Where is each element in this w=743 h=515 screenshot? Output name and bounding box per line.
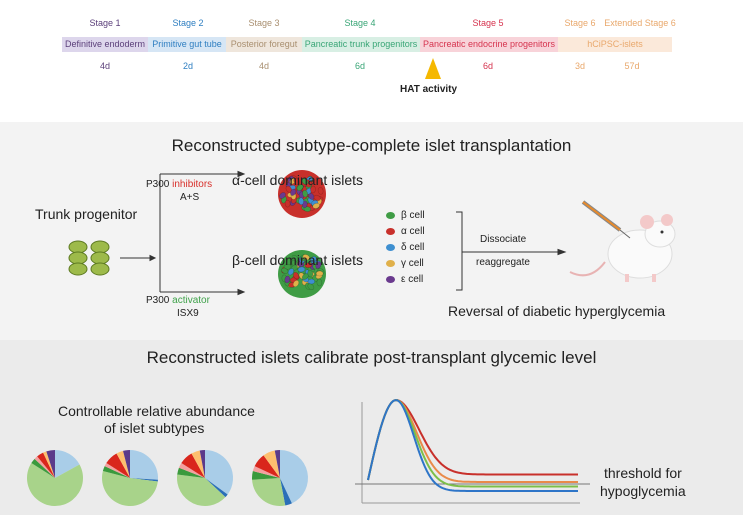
reversal-label: Reversal of diabetic hyperglycemia	[448, 303, 666, 319]
stage-duration: 3d	[574, 61, 586, 71]
pie-slice	[252, 478, 286, 506]
glucose-curve-chart	[355, 399, 590, 504]
alpha-islet-icon	[278, 170, 326, 218]
pie-slice	[274, 450, 280, 478]
pie-slice	[37, 452, 55, 478]
threshold-line1: threshold for	[604, 465, 682, 481]
pie-slice	[43, 451, 55, 478]
reaggregate-label: reaggregate	[476, 257, 530, 268]
seg-trunk-progenitors: Pancreatic trunk progenitors	[302, 37, 420, 52]
pie-slice	[116, 450, 130, 478]
seg-posterior-foregut: Posterior foregut	[226, 37, 302, 52]
stage-label: Stage 4	[344, 18, 376, 28]
pie-slice	[102, 471, 158, 506]
section2-title: Reconstructed islets calibrate post-tran…	[146, 348, 597, 367]
pie-slice	[205, 450, 234, 495]
pie-slice	[104, 462, 130, 478]
pie-slice	[34, 456, 55, 478]
hat-triangle-icon	[425, 58, 441, 79]
stage-label: Stage 2	[172, 18, 204, 28]
pie-slice	[26, 462, 83, 506]
seg-endocrine-progenitors: Pancreatic endocrine progenitors	[420, 37, 558, 52]
section-transplantation: Reconstructed subtype-complete islet tra…	[0, 122, 743, 340]
pie-slice	[191, 450, 205, 478]
cell-icon	[386, 276, 395, 283]
cell-label: α cell	[401, 226, 425, 237]
glucose-curve	[367, 399, 578, 483]
pie-slice	[177, 467, 205, 478]
pie-slice	[31, 458, 55, 478]
section-glycemic: Reconstructed islets calibrate post-tran…	[0, 340, 743, 515]
pie-slice	[178, 462, 205, 478]
pie-slice	[263, 450, 280, 478]
pie-charts	[26, 450, 309, 506]
seg-definitive-endoderm: Definitive endoderm	[62, 37, 148, 52]
trunk-progenitor-cells-icon	[68, 240, 110, 276]
threshold-line2: hypoglycemia	[600, 483, 686, 499]
pie-slice	[280, 478, 292, 506]
pie-slice	[123, 450, 130, 478]
stage-label: Stage 5	[472, 18, 504, 28]
cell-icon	[386, 244, 395, 251]
cell-label: δ cell	[401, 242, 425, 253]
cell-legend-item: δ cell	[386, 242, 424, 253]
activator-drug-label: ISX9	[177, 308, 199, 319]
cell-legend-item: ε cell	[386, 274, 423, 285]
pie-slice	[181, 453, 205, 478]
p300-inhibitors-label: P300 inhibitors	[146, 179, 213, 190]
stage-duration: 6d	[354, 61, 366, 71]
alpha-islets-label: α-cell dominant islets	[232, 172, 364, 188]
abundance-line1: Controllable relative abundance	[58, 403, 255, 419]
cell-legend-item: γ cell	[386, 258, 424, 269]
stage-duration: 4d	[258, 61, 270, 71]
stage-duration: 57d	[624, 61, 640, 71]
seg-primitive-gut-tube: Primitive gut tube	[148, 37, 226, 52]
pie-slice	[55, 450, 80, 478]
glucose-curve	[367, 399, 578, 481]
stage-label: Stage 3	[248, 18, 280, 28]
inhibitor-drug-label: A+S	[180, 192, 200, 203]
stage-label: Extended Stage 6	[604, 18, 676, 28]
cell-legend-item: α cell	[386, 226, 425, 237]
cell-icon	[386, 228, 395, 235]
pie-slice	[102, 466, 130, 478]
stage-duration: 4d	[99, 61, 111, 71]
glucose-curve	[367, 399, 578, 492]
pie-slice	[280, 450, 309, 504]
cell-label: γ cell	[401, 258, 424, 269]
cell-icon	[386, 212, 395, 219]
hat-activity-label: HAT activity	[400, 84, 458, 95]
mouse-icon	[569, 200, 676, 282]
pie-slice	[46, 450, 55, 478]
p300-activator-label: P300 activator	[146, 295, 210, 306]
cell-label: β cell	[401, 210, 425, 221]
cell-icon	[386, 260, 395, 267]
pie-slice	[177, 474, 226, 506]
pie-slice	[252, 466, 280, 478]
beta-islet-icon	[278, 250, 326, 298]
stage-duration: 6d	[482, 61, 494, 71]
pie-slice	[106, 453, 130, 478]
pie-slice	[199, 450, 205, 478]
cell-legend-item: β cell	[386, 210, 425, 221]
pie-slice	[252, 471, 280, 480]
pie-slice	[254, 455, 280, 478]
trunk-progenitor-label: Trunk progenitor	[35, 206, 138, 222]
cell-label: ε cell	[401, 274, 424, 285]
beta-islets-label: β-cell dominant islets	[232, 252, 363, 268]
stage-duration: 2d	[182, 61, 194, 71]
stage-label: Stage 1	[89, 18, 121, 28]
section1-graphics	[68, 170, 676, 298]
section1-title: Reconstructed subtype-complete islet tra…	[171, 136, 572, 155]
pie-slice	[130, 450, 158, 480]
seg-hcipsc-islets: hCiPSC-islets	[558, 37, 672, 52]
pie-slice	[130, 478, 158, 482]
dissociate-label: Dissociate	[480, 234, 527, 245]
stage-label: Stage 6	[564, 18, 596, 28]
pie-slice	[205, 478, 228, 498]
abundance-line2: of islet subtypes	[104, 420, 205, 436]
